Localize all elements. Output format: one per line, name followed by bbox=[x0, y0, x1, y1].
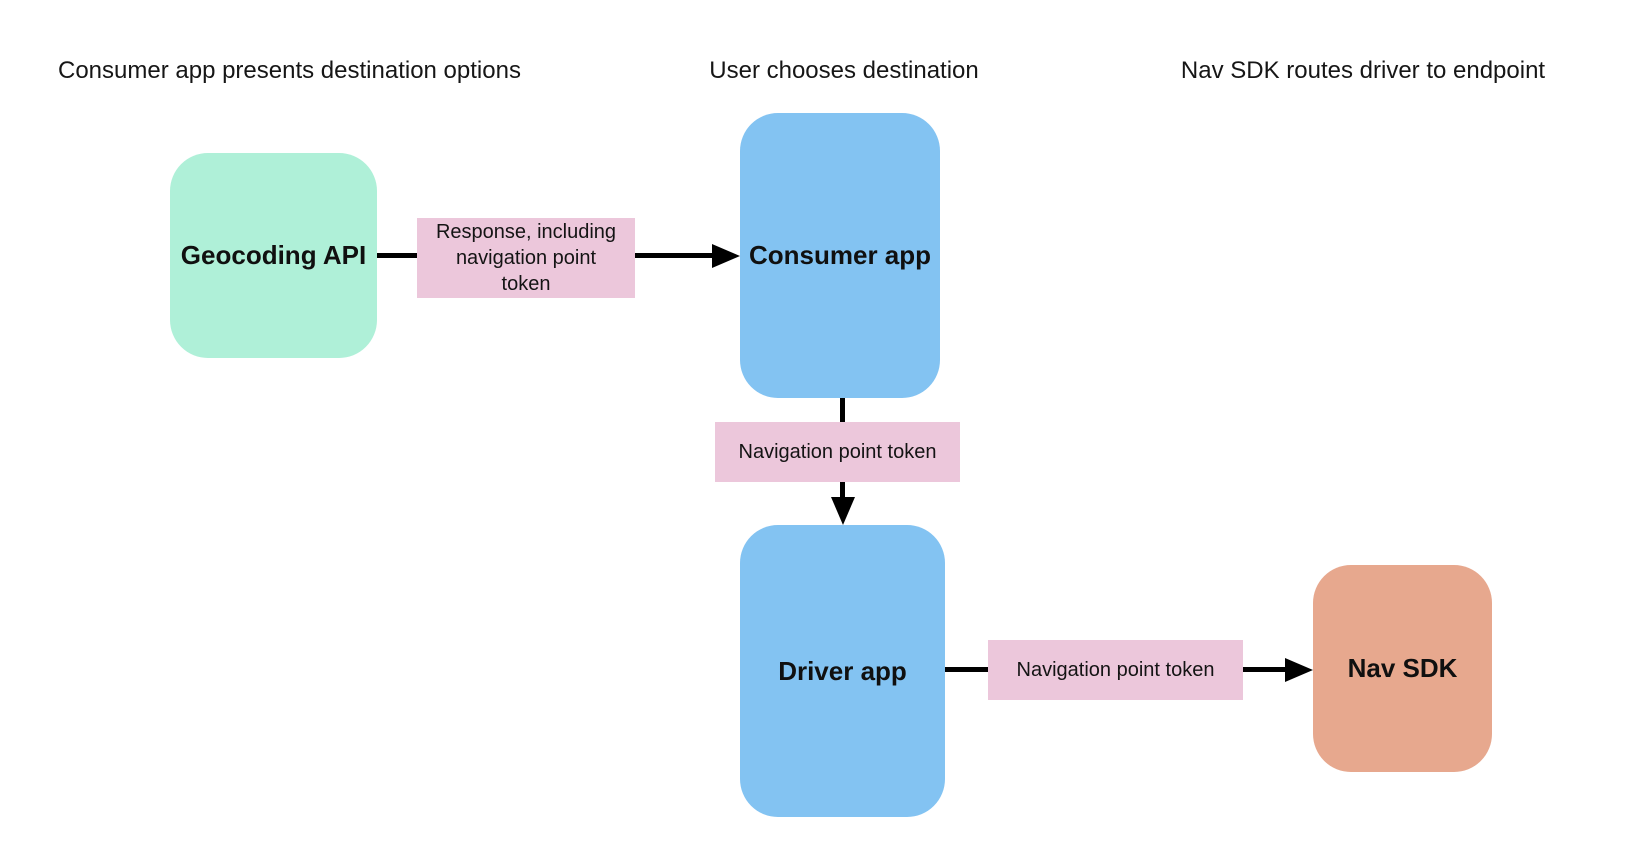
node-driver-app-label: Driver app bbox=[778, 655, 907, 686]
node-consumer-app: Consumer app bbox=[740, 113, 940, 398]
arrow-geocoding-to-label-line bbox=[377, 253, 417, 258]
node-driver-app: Driver app bbox=[740, 525, 945, 817]
edge-label-response-including-navigation-point-token: Response, including navigation point tok… bbox=[417, 218, 635, 298]
node-geocoding-api: Geocoding API bbox=[170, 153, 377, 358]
lane-header-user-chooses-destination: User chooses destination bbox=[709, 57, 979, 84]
arrow-label-to-driver-line bbox=[840, 482, 845, 500]
arrow-label-to-driver-head bbox=[831, 497, 855, 525]
node-nav-sdk: Nav SDK bbox=[1313, 565, 1492, 772]
node-nav-sdk-label: Nav SDK bbox=[1347, 653, 1458, 683]
arrow-label-to-navsdk-line bbox=[1243, 667, 1288, 672]
arrow-label-to-navsdk-head bbox=[1285, 658, 1313, 682]
arrow-consumer-to-label-line bbox=[840, 398, 845, 422]
node-consumer-app-label: Consumer app bbox=[748, 240, 932, 270]
edge-label-navigation-point-token-consumer-to-driver: Navigation point token bbox=[715, 422, 960, 482]
edge-label-navigation-point-token-driver-to-sdk: Navigation point token bbox=[988, 640, 1243, 700]
lane-header-consumer-presents-options: Consumer app presents destination option… bbox=[58, 57, 521, 84]
arrow-label-to-consumer-line bbox=[635, 253, 715, 258]
node-geocoding-api-label: Geocoding API bbox=[180, 240, 367, 270]
lane-header-nav-sdk-routes-driver: Nav SDK routes driver to endpoint bbox=[1180, 57, 1546, 84]
arrow-label-to-consumer-head bbox=[712, 244, 740, 268]
arrow-driver-to-label-line bbox=[945, 667, 988, 672]
